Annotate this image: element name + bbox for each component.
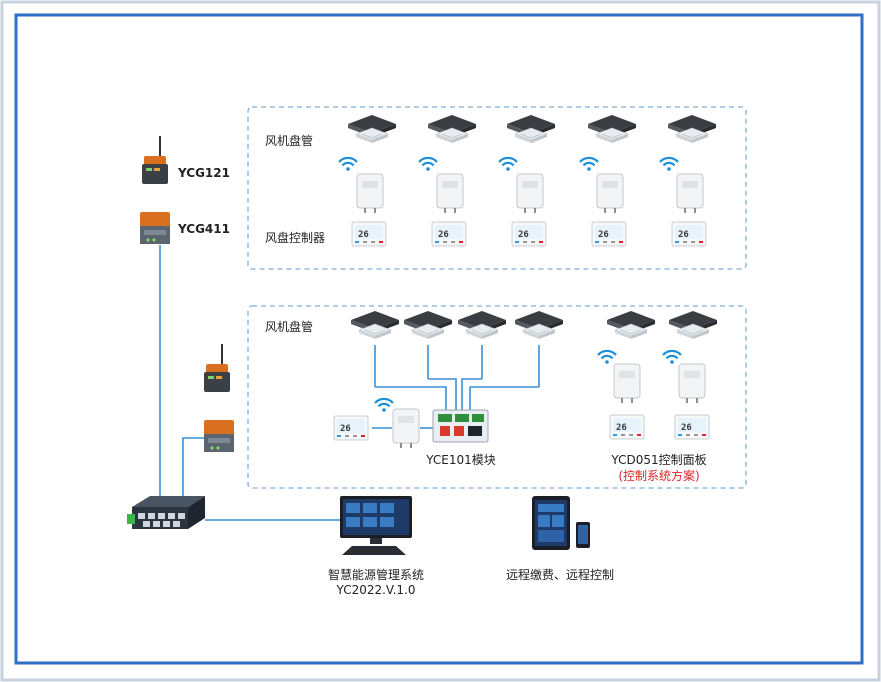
group2-fan-coil-label: 风机盘管: [265, 320, 314, 334]
fan-coil-unit-icon: [506, 114, 556, 144]
phone-icon: [576, 522, 590, 548]
yce101-module-icon: [432, 409, 489, 443]
ems-version-label: YC2022.V.1.0: [336, 583, 416, 597]
wifi-icon: [373, 397, 395, 413]
ems-name-label: 智慧能源管理系统: [327, 568, 425, 582]
thermostat-panel-icon: [609, 414, 645, 440]
wifi-icon: [337, 156, 359, 172]
thermostat-panel-icon: [333, 415, 369, 441]
controller-box-icon: [356, 173, 384, 214]
controller-box-icon: [676, 173, 704, 214]
gateway-icon: [204, 420, 234, 452]
network-switch-icon: [127, 496, 205, 529]
fan-coil-unit-icon: [514, 310, 564, 340]
fan-coil-unit-icon: [668, 310, 718, 340]
yce101-label: YCE101模块: [426, 453, 496, 467]
tablet-icon: [532, 496, 570, 550]
group-box-1: [247, 106, 747, 270]
group1-controller-label: 风盘控制器: [265, 231, 326, 245]
fan-coil-unit-icon: [403, 310, 453, 340]
fan-coil-unit-icon: [347, 114, 397, 144]
ycg121-label: YCG121: [178, 166, 230, 180]
wifi-icon: [661, 349, 683, 365]
thermostat-panel-icon: [674, 414, 710, 440]
thermostat-panel-icon: [431, 221, 467, 247]
fan-coil-unit-icon: [427, 114, 477, 144]
thermostat-panel-icon: [671, 221, 707, 247]
wifi-icon: [417, 156, 439, 172]
fan-coil-unit-icon: [457, 310, 507, 340]
controller-box-icon: [596, 173, 624, 214]
fan-coil-unit-icon: [667, 114, 717, 144]
outer-frame: [14, 13, 864, 665]
ycg411-label: YCG411: [178, 222, 230, 236]
fan-coil-unit-icon: [606, 310, 656, 340]
group-box-2: [247, 305, 747, 489]
thermostat-panel-icon: [591, 221, 627, 247]
controller-box-icon: [392, 408, 420, 449]
group1-fan-coil-label: 风机盘管: [265, 134, 314, 148]
ycd051-note: (控制系统方案): [618, 469, 700, 483]
thermostat-panel-icon: [511, 221, 547, 247]
connection-lines: [159, 245, 540, 521]
fan-coil-unit-icon: [587, 114, 637, 144]
wifi-icon: [596, 349, 618, 365]
controller-box-icon: [613, 363, 641, 404]
thermostat-panel-icon: [351, 221, 387, 247]
wifi-icon: [658, 156, 680, 172]
wireless-router-icon: [203, 343, 231, 393]
ycg411-gateway-icon: [140, 212, 170, 244]
remote-service-label: 远程缴费、远程控制: [505, 568, 615, 582]
wifi-icon: [578, 156, 600, 172]
ycg121-router-icon: [141, 135, 169, 185]
controller-box-icon: [436, 173, 464, 214]
fan-coil-unit-icon: [350, 310, 400, 340]
computer-monitor-icon: [340, 496, 412, 555]
controller-box-icon: [516, 173, 544, 214]
wifi-icon: [497, 156, 519, 172]
controller-box-icon: [678, 363, 706, 404]
ycd051-label: YCD051控制面板: [611, 453, 707, 467]
